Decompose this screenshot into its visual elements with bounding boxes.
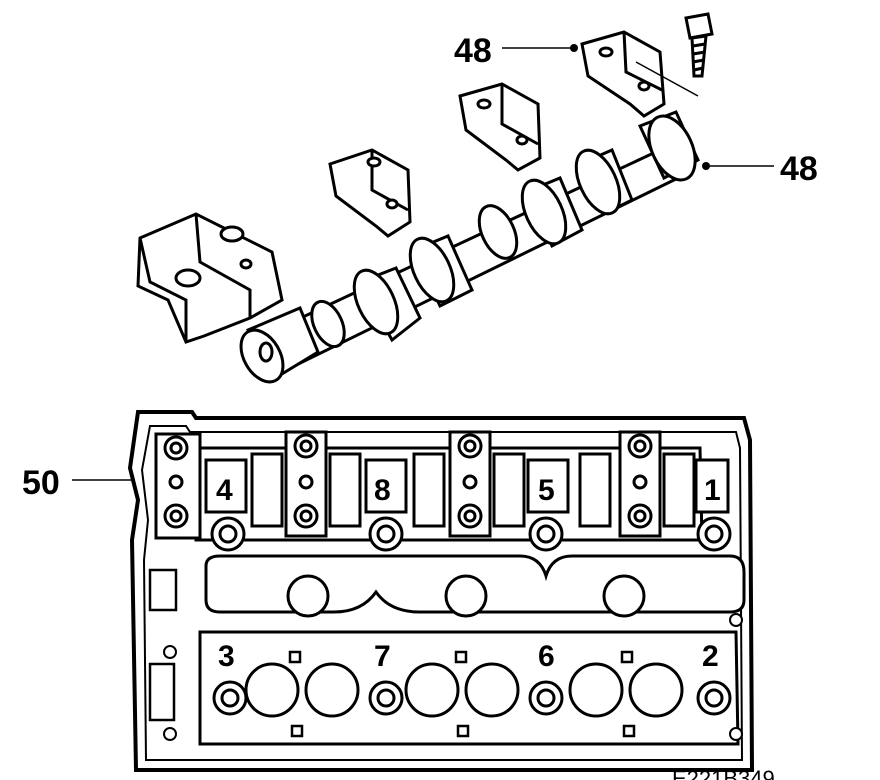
bearing-cap-front — [136, 212, 284, 344]
callout-48-cap: 48 — [454, 32, 578, 70]
tightening-sequence: 4 8 5 1 3 7 6 2 — [216, 474, 721, 673]
bearing-cap-4 — [580, 30, 666, 118]
figure-code: E221B349 — [672, 766, 775, 780]
callout-label-camshaft: 48 — [780, 150, 818, 188]
callout-48-camshaft: 48 — [702, 150, 818, 188]
seq-number: 1 — [704, 474, 721, 507]
cap-bolt — [635, 12, 714, 97]
bearing-cap-3 — [458, 82, 542, 172]
seq-number: 5 — [538, 474, 555, 507]
seq-number: 7 — [374, 640, 391, 673]
seq-number: 8 — [374, 474, 391, 507]
callout-50-head: 50 — [22, 464, 142, 502]
cylinder-head — [127, 410, 755, 772]
callout-label-head: 50 — [22, 464, 60, 502]
seq-number: 6 — [538, 640, 555, 673]
bearing-cap-2 — [328, 148, 412, 238]
seq-number: 2 — [702, 640, 719, 673]
camshaft — [239, 110, 700, 384]
callout-label-cap: 48 — [454, 32, 492, 70]
seq-number: 3 — [218, 640, 235, 673]
seq-number: 4 — [216, 474, 233, 507]
